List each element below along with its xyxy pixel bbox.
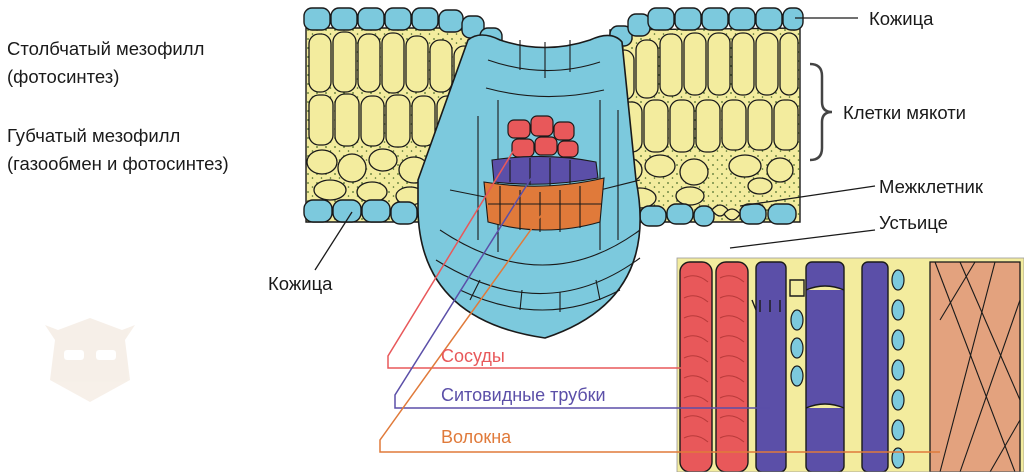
palisade-mesophyll-label: Столбчатый мезофилл bbox=[7, 38, 205, 59]
vascular-bundle bbox=[417, 34, 641, 339]
zoom-sieve-columns bbox=[755, 261, 889, 472]
parenchyma-label: Клетки мякоти bbox=[843, 102, 967, 123]
vessels-label: Сосуды bbox=[441, 346, 505, 366]
sclerenchyma-fibers bbox=[483, 177, 605, 232]
spongy-mesophyll-label: Губчатый мезофилл bbox=[7, 125, 181, 146]
bear-logo-icon bbox=[45, 318, 135, 402]
xylem-vessels bbox=[507, 115, 579, 158]
bundle-label-leaders bbox=[379, 139, 940, 453]
lower-epidermis-label: Кожица bbox=[268, 273, 333, 294]
parenchyma-bracket bbox=[809, 62, 833, 162]
intercellular-space-label: Межклетник bbox=[879, 176, 983, 197]
palisade-mesophyll-note: (фотосинтез) bbox=[7, 66, 120, 87]
zoomed-panel-border bbox=[676, 257, 1024, 472]
stoma-guard-cells bbox=[711, 204, 741, 221]
sieve-tubes-label: Ситовидные трубки bbox=[441, 385, 606, 405]
fibers-label: Волокна bbox=[441, 427, 512, 447]
spongy-mesophyll-note: (газообмен и фотосинтез) bbox=[7, 153, 229, 174]
upper-epidermis-label: Кожица bbox=[869, 8, 934, 29]
label-leaders bbox=[314, 17, 876, 271]
zoomed-tissue-panel bbox=[677, 258, 1024, 472]
zoom-companion-cells bbox=[790, 269, 905, 469]
stoma-label: Устьице bbox=[879, 212, 948, 233]
lower-epidermis bbox=[303, 199, 797, 227]
phloem-sieve-tubes bbox=[491, 155, 599, 186]
